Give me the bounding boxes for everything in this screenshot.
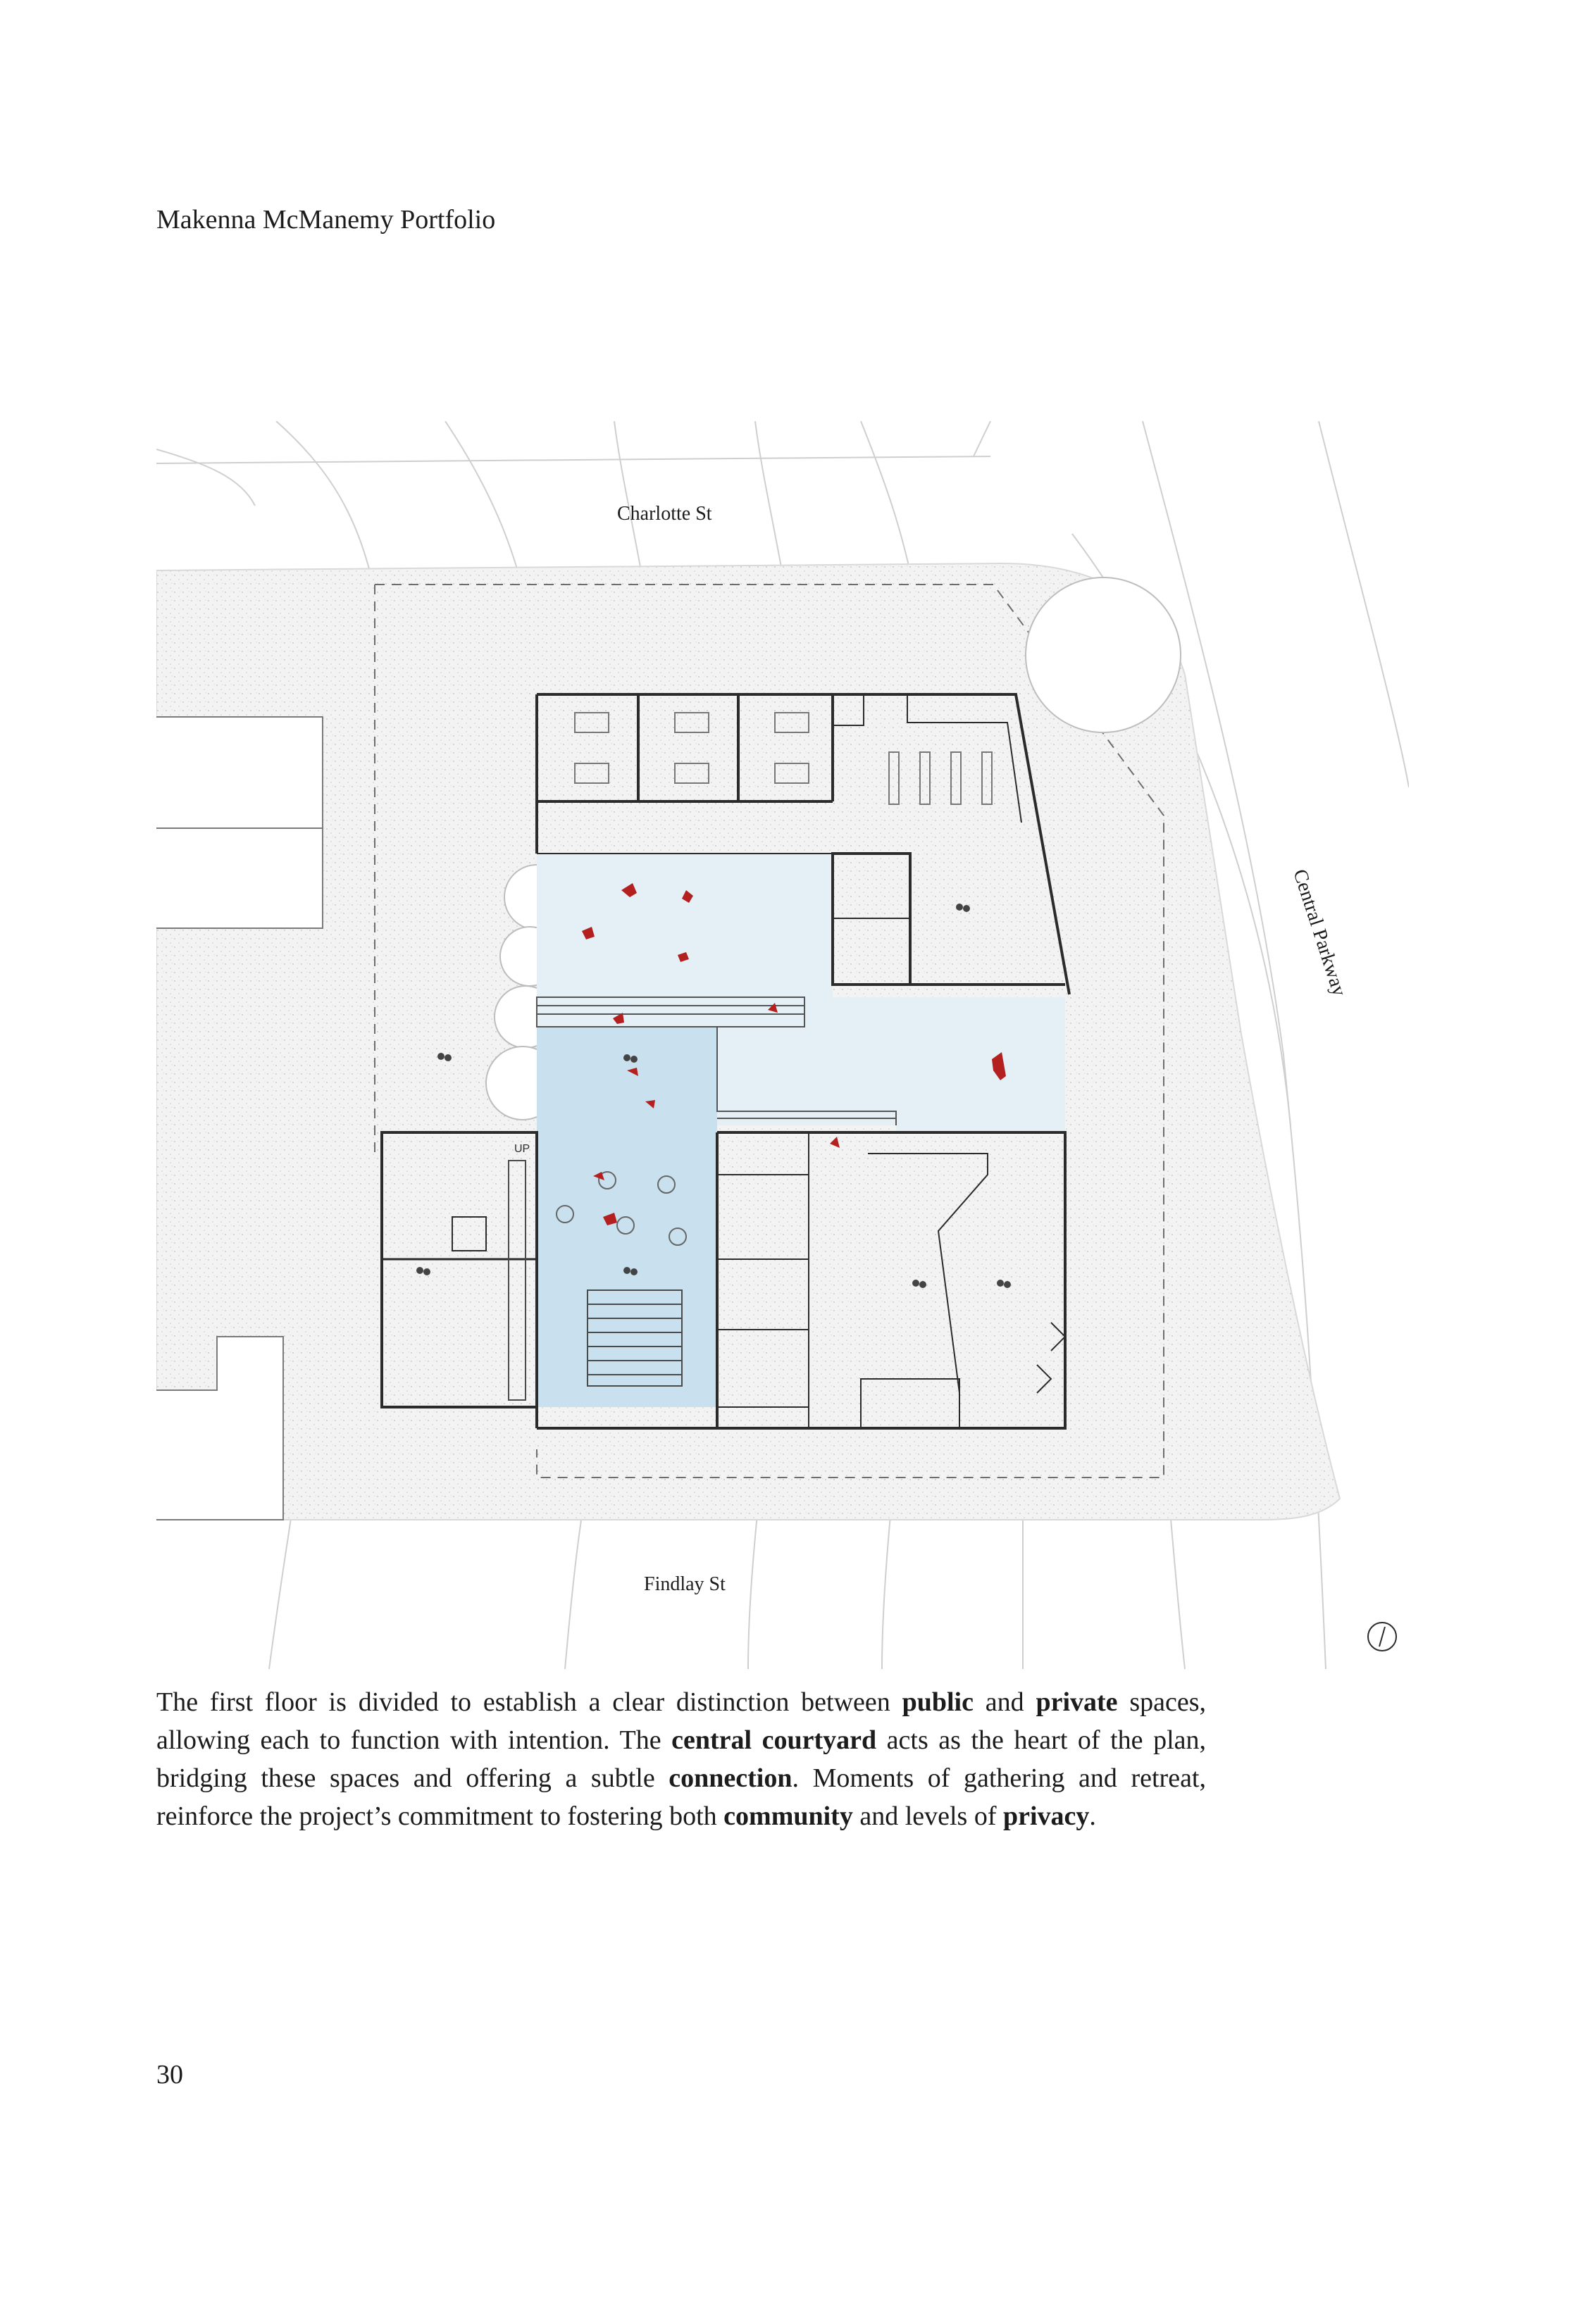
emphasis-central-courtyard: central courtyard	[671, 1725, 877, 1755]
building-south	[380, 1131, 1067, 1430]
emphasis-connection: connection	[669, 1763, 792, 1793]
stair-up-label: UP	[514, 1143, 530, 1155]
body-text-part: acts as the heart of the plan, bridging …	[156, 1725, 1207, 1793]
round-tables	[556, 1171, 687, 1246]
street-label-north: Charlotte St	[617, 503, 712, 525]
north-arrow-icon	[1367, 1622, 1397, 1651]
meeting-tables	[574, 712, 993, 805]
emphasis-privacy: privacy	[1002, 1801, 1090, 1831]
body-text-part: spaces, allowing each to function with i…	[156, 1687, 1206, 1755]
auditorium-steps	[508, 1160, 683, 1401]
emphasis-community: community	[723, 1801, 853, 1831]
body-text-part: and	[973, 1687, 1036, 1717]
grey-figures	[416, 904, 1011, 1288]
body-text-part: and levels of	[852, 1801, 1003, 1831]
body-text-part: The first floor is divided to establish …	[156, 1687, 902, 1717]
page-header-title: Makenna McManemy Portfolio	[156, 205, 496, 235]
east-entry	[1036, 1322, 1067, 1394]
body-text-part: .	[1089, 1801, 1096, 1831]
people-figures	[582, 883, 1006, 1225]
building-north	[535, 693, 1071, 995]
floor-plan: Charlotte St Findlay St Central Parkway …	[156, 421, 1409, 1669]
body-paragraph: The first floor is divided to establish …	[156, 1683, 1206, 1835]
neighbor-buildings	[156, 716, 323, 1520]
street-label-south: Findlay St	[644, 1573, 726, 1595]
emphasis-private: private	[1036, 1687, 1118, 1717]
courtyard-steps	[536, 997, 897, 1125]
property-line	[375, 584, 1164, 1478]
body-text-part: . Moments of gathering and retreat, rein…	[156, 1763, 1206, 1831]
street-label-east: Central Parkway	[1288, 867, 1350, 999]
page-number: 30	[156, 2060, 183, 2089]
emphasis-public: public	[902, 1687, 974, 1717]
